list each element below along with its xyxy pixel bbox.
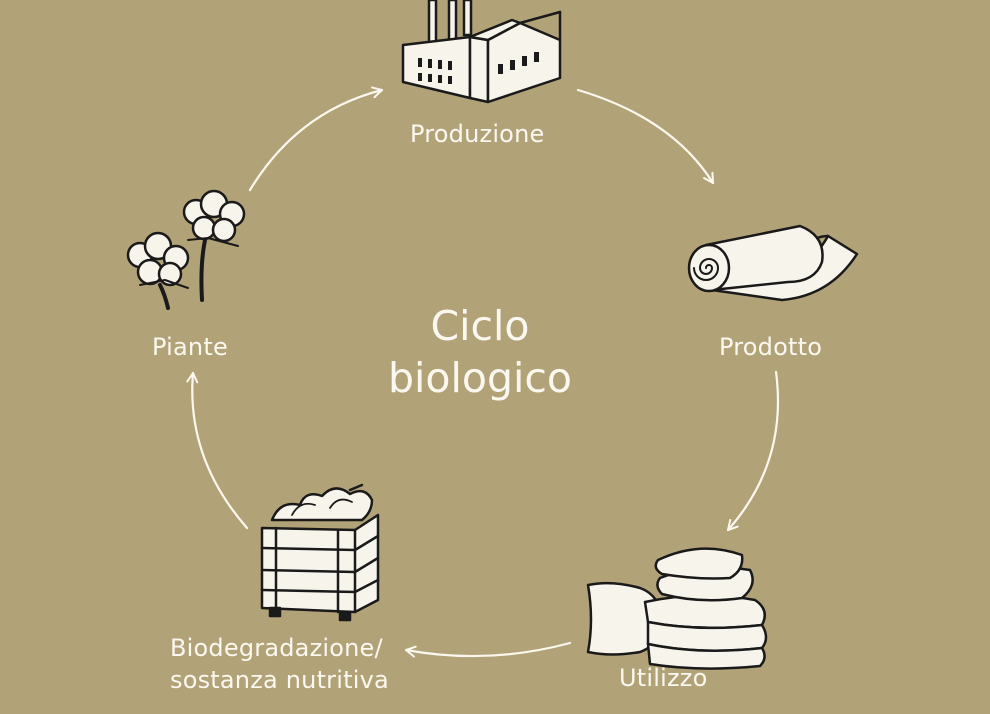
stage-label-biodegradazione-line2: sostanza nutritiva [170,666,389,694]
arrow-produzione-to-prodotto [576,88,715,185]
arrow-piante-to-produzione [248,86,384,192]
title-line-1: Ciclo [430,302,530,350]
compost-crate-icon [260,483,380,622]
arrow-prodotto-to-utilizzo [726,370,780,532]
stage-label-prodotto: Prodotto [719,333,823,361]
pillows-icon [586,547,768,670]
factory-icon [401,0,562,104]
stage-label-utilizzo: Utilizzo [619,664,708,692]
diagram-title: Ciclo biologico [370,300,590,404]
arrow-utilizzo-to-biodegradazione [404,641,572,658]
stage-label-piante: Piante [152,333,228,361]
stage-label-biodegradazione: Biodegradazione/ sostanza nutritiva [170,632,389,696]
stage-label-produzione: Produzione [410,120,545,148]
cotton-plant-icon [126,189,246,310]
fabric-roll-icon [687,224,859,302]
stage-label-biodegradazione-line1: Biodegradazione/ [170,634,383,662]
arrow-biodegradazione-to-piante [186,371,249,530]
title-line-2: biologico [387,354,573,402]
